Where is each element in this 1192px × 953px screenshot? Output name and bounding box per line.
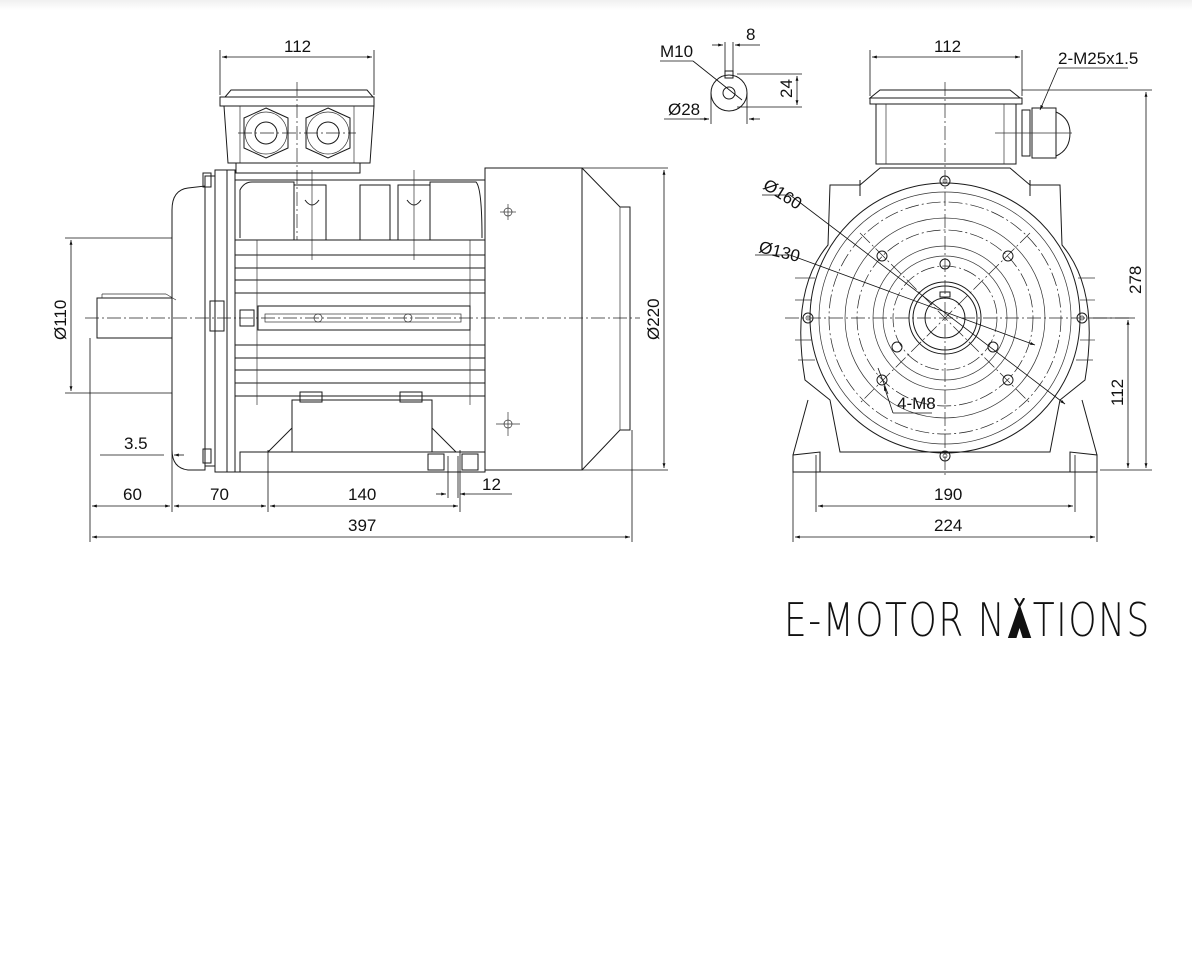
logo-text-start: E-MOTOR N — [784, 593, 1007, 647]
shaft-section: 8 M10 Ø28 24 — [660, 25, 802, 124]
fan-cover — [484, 167, 631, 471]
dim-shaft-diameter: Ø28 — [668, 100, 700, 119]
logo-text-end: TIONS — [1032, 593, 1151, 647]
screw-mark-top — [500, 204, 516, 220]
dim-terminal-box-width: 112 — [284, 37, 311, 56]
tent-icon — [1006, 592, 1033, 648]
dim-cable-gland: 2-M25x1.5 — [1058, 49, 1138, 68]
terminal-box — [219, 82, 375, 240]
dim-foot-hole-width: 12 — [482, 475, 501, 494]
dim-foot-width: 224 — [934, 516, 962, 535]
brand-logo: E-MOTOR N TIONS — [784, 592, 1149, 648]
side-view: 112 — [51, 37, 668, 542]
top-edge — [0, 0, 1192, 10]
dim-flange-diameter: Ø110 — [51, 300, 70, 340]
dim-thread: M10 — [660, 42, 693, 61]
dim-foot-hole-spacing: 140 — [348, 485, 376, 504]
dim-pitch-circle: Ø160 — [760, 175, 805, 213]
dim-spigot: 3.5 — [124, 434, 148, 453]
end-view: 112 2-M25x1.5 — [755, 37, 1152, 542]
dim-flange-holes: 4-M8 — [897, 394, 936, 413]
dim-shaft-length: 60 — [123, 485, 142, 504]
dim-key-width: 8 — [746, 25, 755, 44]
dim-foot-hole-spacing-end: 190 — [934, 485, 962, 504]
dim-spigot-diameter: Ø130 — [757, 237, 802, 265]
dim-shaft-height: 112 — [1108, 379, 1127, 406]
screw-mark-bottom — [496, 412, 520, 436]
dim-end-terminal-box-width: 112 — [934, 37, 961, 56]
dim-overall-height: 278 — [1126, 266, 1145, 294]
stator-body — [234, 170, 486, 473]
shaft — [96, 293, 177, 339]
end-terminal-box — [868, 89, 1072, 165]
dim-overall-length: 397 — [348, 516, 376, 535]
end-shield — [171, 169, 236, 473]
dim-key-height: 24 — [777, 79, 796, 98]
dim-shaft-to-foot-hole: 70 — [210, 485, 229, 504]
dim-fan-cover-diameter: Ø220 — [644, 298, 663, 340]
